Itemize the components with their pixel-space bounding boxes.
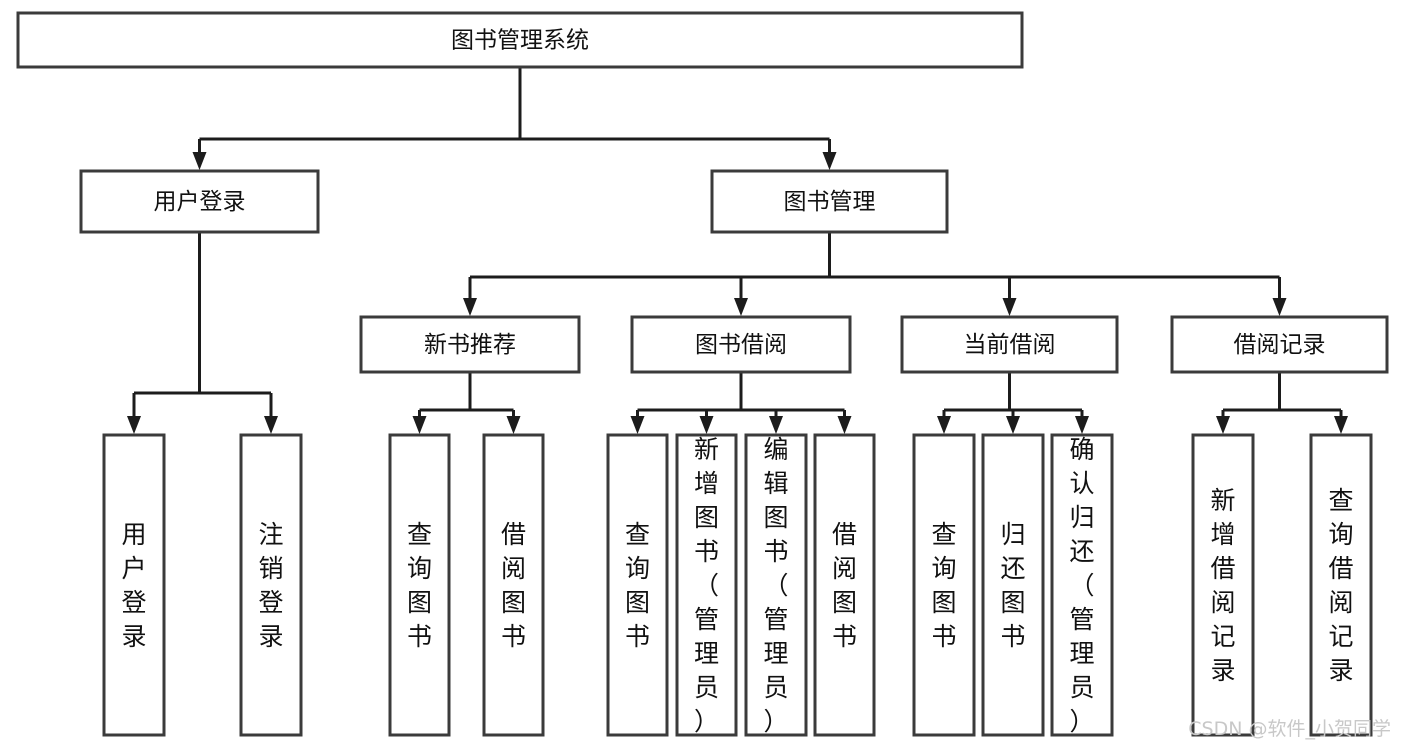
- arrow-head-icon: [506, 416, 521, 434]
- arrow-head-icon: [1075, 416, 1089, 434]
- leaf-node-8[interactable]: 查询图书: [912, 433, 976, 737]
- arrow-head-icon: [1216, 416, 1230, 434]
- leaf-node-10[interactable]: 确认归还（管理员）: [1050, 433, 1114, 737]
- leaf-label: 用户登录: [121, 520, 146, 651]
- leaf-label: 查询图书: [931, 520, 956, 651]
- leaf-label: 查询图书: [625, 520, 650, 651]
- node-label: 新书推荐: [424, 332, 516, 358]
- leaf-label: 确认归还（管理员）: [1069, 435, 1094, 736]
- arrow-head-icon: [1334, 416, 1348, 434]
- leaf-node-3[interactable]: 借阅图书: [482, 433, 545, 737]
- leaf-node-9[interactable]: 归还图书: [981, 433, 1045, 737]
- leaf-label: 编辑图书（管理员）: [763, 435, 788, 736]
- arrow-head-icon: [822, 152, 837, 170]
- level2-node-1[interactable]: 图书管理: [710, 169, 949, 234]
- leaf-label: 新增借阅记录: [1210, 486, 1235, 685]
- leaf-node-11[interactable]: 新增借阅记录: [1191, 433, 1255, 737]
- arrow-head-icon: [1006, 416, 1020, 434]
- leaf-label: 借阅图书: [832, 520, 857, 651]
- leaf-label: 注销登录: [258, 520, 283, 651]
- node-label: 图书管理系统: [451, 28, 589, 54]
- leaf-node-6[interactable]: 编辑图书（管理员）: [744, 433, 808, 737]
- node-boxes: 图书管理系统用户登录图书管理新书推荐图书借阅当前借阅借阅记录用户登录注销登录查询…: [16, 11, 1389, 737]
- arrow-head-icon: [837, 416, 852, 434]
- node-label: 图书管理: [784, 189, 876, 215]
- leaf-label: 查询图书: [407, 520, 432, 651]
- node-label: 当前借阅: [964, 332, 1056, 358]
- leaf-node-1[interactable]: 注销登录: [239, 433, 303, 737]
- leaf-label: 借阅图书: [501, 520, 526, 651]
- arrow-head-icon: [937, 416, 951, 434]
- level3-node-3[interactable]: 借阅记录: [1170, 315, 1389, 374]
- arrow-head-icon: [412, 416, 427, 434]
- arrow-head-icon: [734, 298, 748, 316]
- arrow-head-icon: [630, 416, 645, 434]
- level2-node-0[interactable]: 用户登录: [79, 169, 320, 234]
- arrow-head-icon: [463, 298, 477, 316]
- leaf-label: 新增图书（管理员）: [694, 435, 719, 736]
- leaf-node-4[interactable]: 查询图书: [606, 433, 669, 737]
- leaf-node-12[interactable]: 查询借阅记录: [1309, 433, 1373, 737]
- leaf-label: 查询借阅记录: [1328, 486, 1353, 685]
- arrow-head-icon: [1002, 298, 1017, 316]
- node-label: 用户登录: [154, 189, 246, 215]
- arrow-head-icon: [699, 416, 714, 434]
- level3-node-1[interactable]: 图书借阅: [630, 315, 852, 374]
- leaf-node-5[interactable]: 新增图书（管理员）: [675, 433, 738, 737]
- leaf-node-2[interactable]: 查询图书: [388, 433, 451, 737]
- arrow-head-icon: [127, 416, 141, 434]
- leaf-label: 归还图书: [1000, 520, 1025, 651]
- csdn-watermark: CSDN @软件_小贺同学: [1188, 718, 1391, 740]
- level3-node-2[interactable]: 当前借阅: [900, 315, 1119, 374]
- connector-lines: [127, 67, 1348, 434]
- level3-node-0[interactable]: 新书推荐: [359, 315, 581, 374]
- node-label: 图书借阅: [695, 332, 787, 358]
- root-node-book-management-system[interactable]: 图书管理系统: [16, 11, 1024, 69]
- arrow-head-icon: [192, 152, 207, 170]
- arrow-head-icon: [1272, 298, 1287, 316]
- arrow-head-icon: [264, 416, 278, 434]
- leaf-node-0[interactable]: 用户登录: [102, 433, 166, 737]
- node-label: 借阅记录: [1234, 332, 1326, 358]
- leaf-node-7[interactable]: 借阅图书: [813, 433, 876, 737]
- arrow-head-icon: [769, 416, 783, 434]
